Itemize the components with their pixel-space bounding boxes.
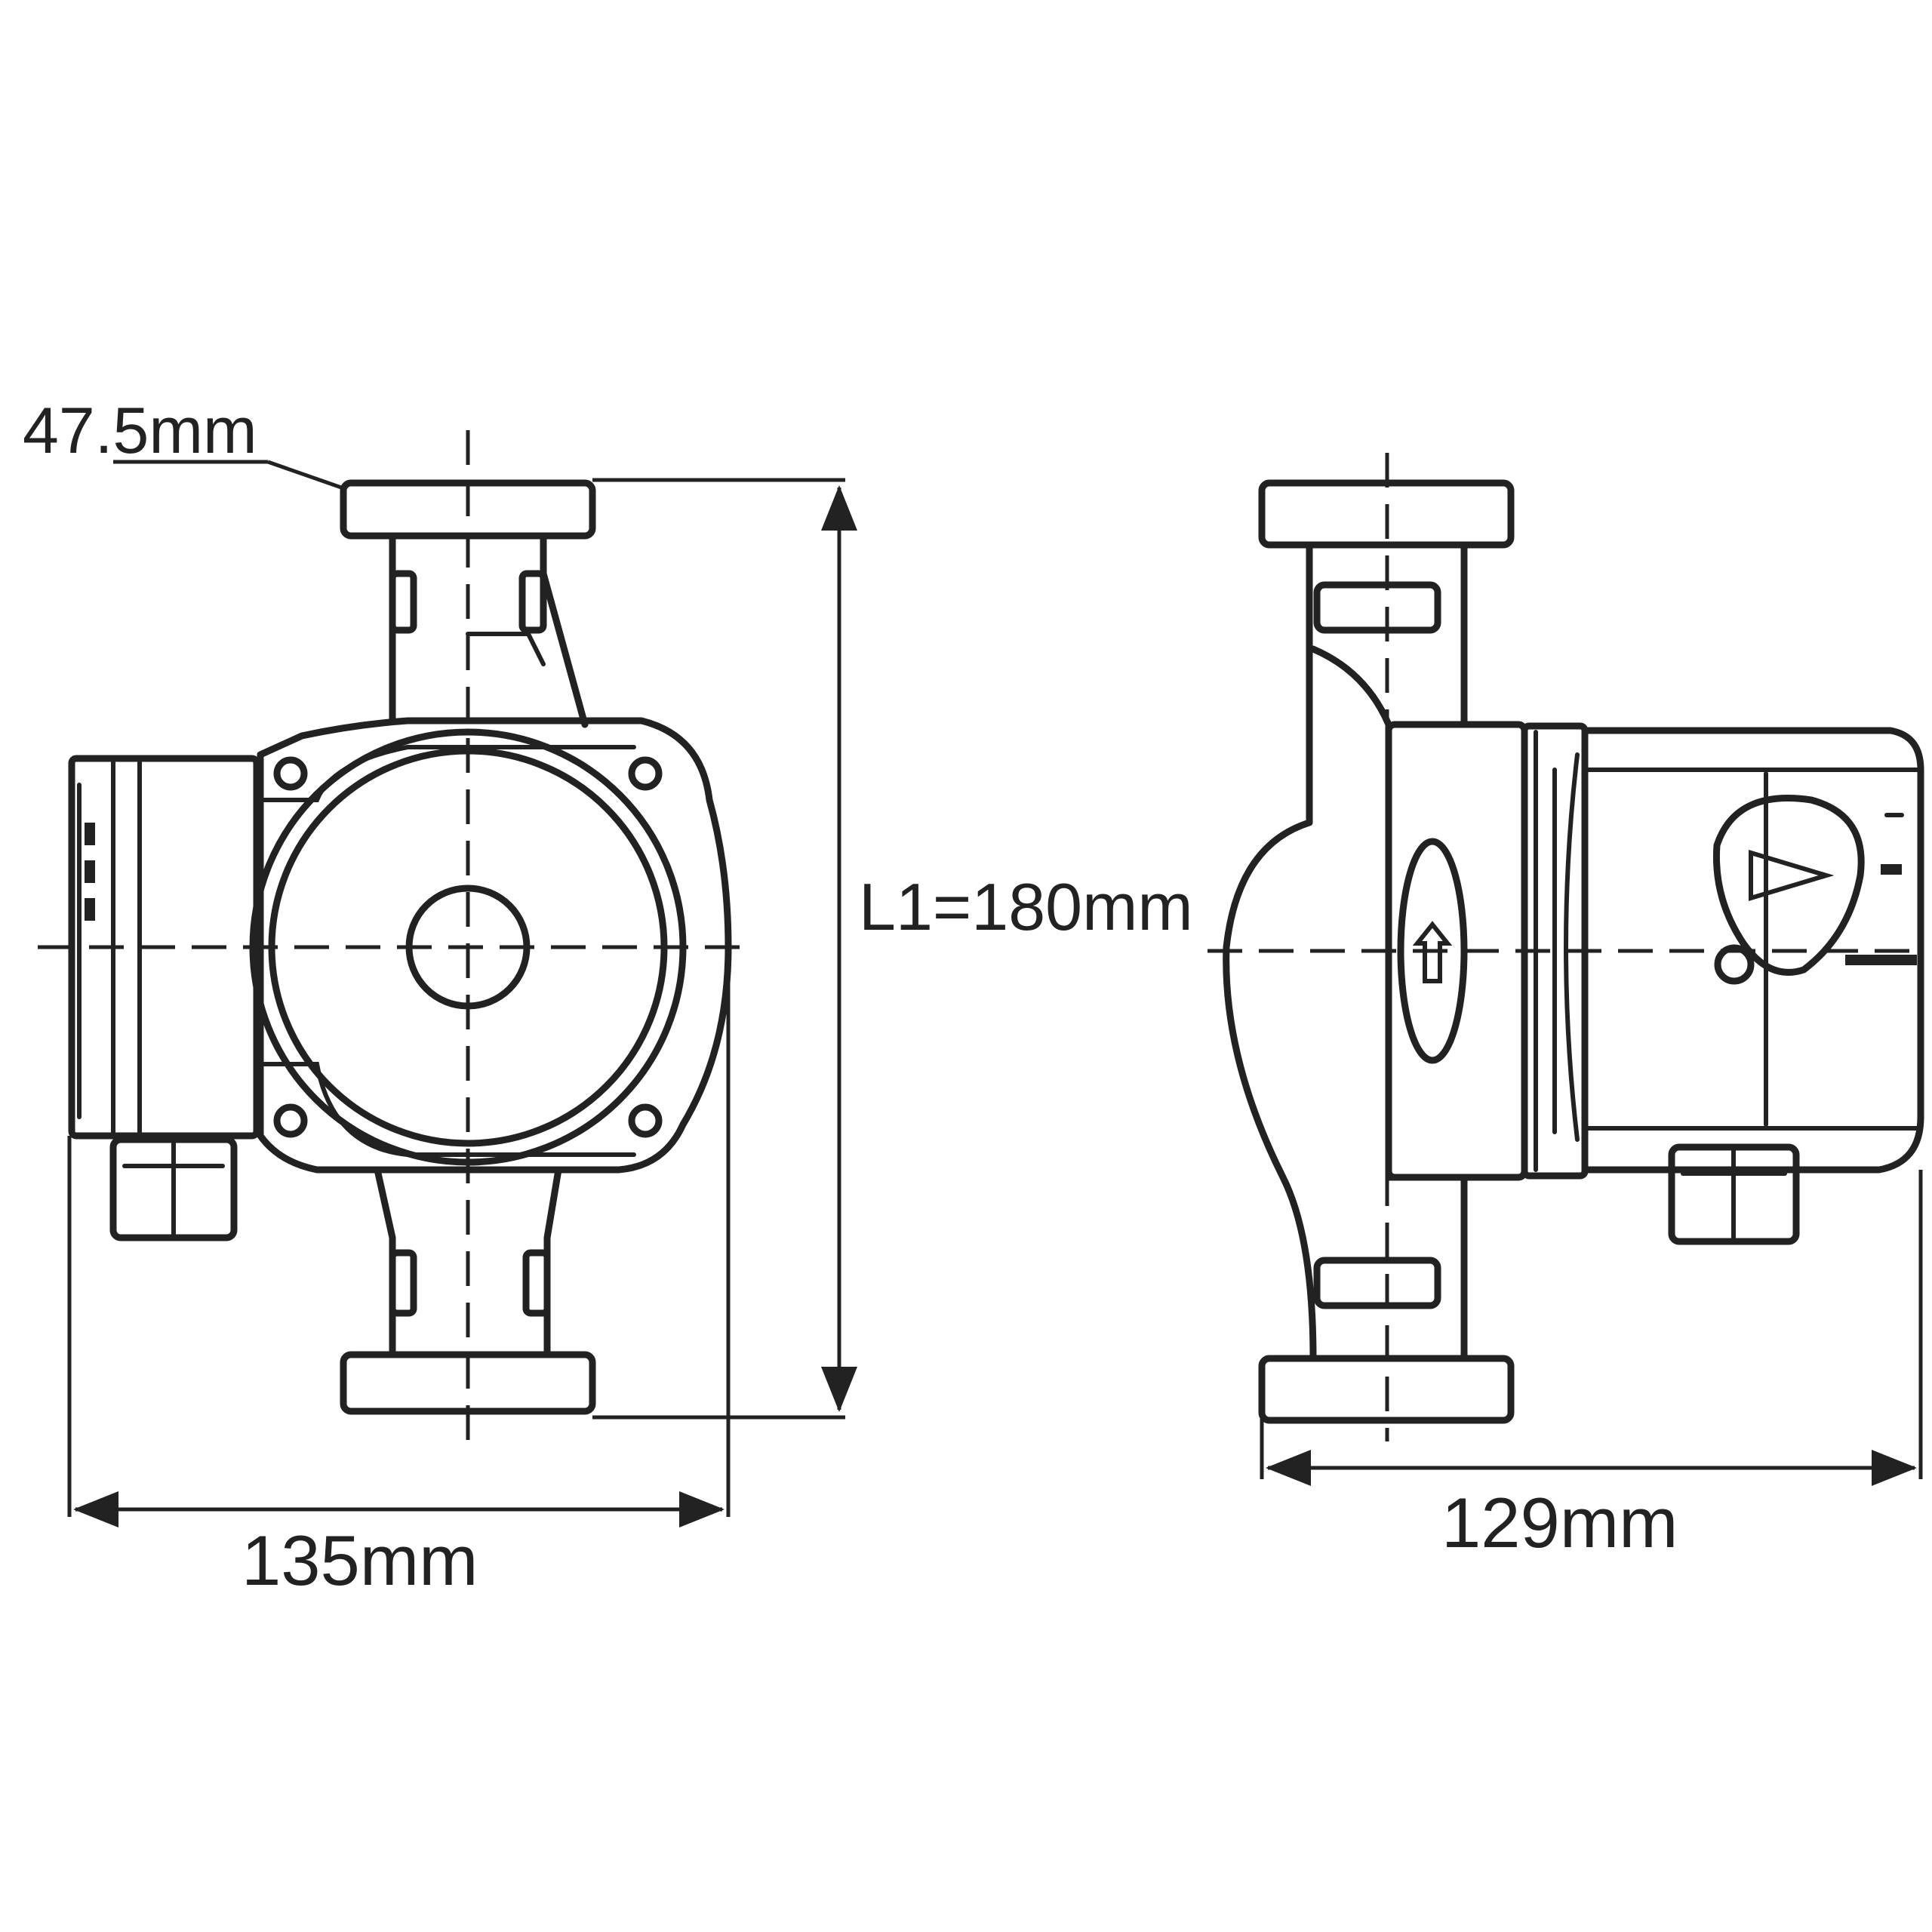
side-speed-selector-knob [1712, 795, 1865, 976]
front-top-pipe [389, 525, 589, 728]
side-cable-gland [1668, 1143, 1800, 1245]
flange-dimension-label: 47.5mm [23, 395, 257, 467]
dimension-height: L1=180mm [592, 478, 1200, 1420]
front-bottom-lug-right [522, 1249, 551, 1317]
front-bottom-pipe [374, 1166, 562, 1362]
dimension-front-width: 135mm [67, 981, 731, 1600]
front-cable-gland [109, 1136, 238, 1241]
front-width-dimension-label: 135mm [242, 1521, 478, 1600]
side-selector-pointer-icon [1749, 849, 1835, 902]
side-indicator-light [1714, 944, 1755, 985]
front-top-lug-right [518, 570, 547, 634]
front-screw-bottom-left [273, 1103, 308, 1138]
front-screw-bottom-right [628, 1103, 663, 1138]
side-pump-block [1385, 721, 1528, 1181]
side-motor-body [1581, 727, 1924, 1174]
side-top-lug [1313, 581, 1441, 634]
front-bottom-lug-left [389, 1249, 417, 1317]
side-flow-arrow-icon [1412, 921, 1453, 983]
front-view-pump [38, 430, 755, 1449]
side-width-dimension-label: 129mm [1441, 1483, 1678, 1562]
front-screw-top-left [273, 756, 308, 791]
side-bottom-lug [1313, 1257, 1441, 1309]
side-volute-outline [1223, 540, 1317, 1362]
dimension-flange: 47.5mm [23, 395, 346, 491]
dimension-side-width: 129mm [1260, 1170, 1923, 1562]
front-top-lug-left [389, 570, 417, 634]
front-screw-top-right [628, 756, 663, 791]
height-dimension-label: L1=180mm [859, 869, 1193, 944]
side-view-pump [1208, 453, 1924, 1441]
